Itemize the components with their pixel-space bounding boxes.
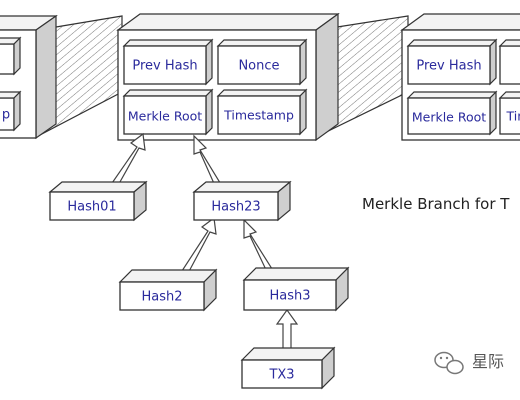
block-left-field-4: p [2,108,10,123]
node-tx3: TX3 [240,346,336,390]
arrow-hash01-to-merkle-root [109,132,146,190]
block-header-middle: Prev Hash Nonce Merkle Root Timestamp [116,12,340,142]
watermark: 星际 [434,351,504,375]
right-prev-hash-label: Prev Hash [416,59,481,74]
arrow-hash23-to-merkle-root [193,134,223,189]
hash2-label: Hash2 [141,290,182,305]
block-right-merkle-root: Merkle Root [406,90,498,136]
block-right-timestamp: Tim [498,91,520,135]
block-middle-prev-hash: Prev Hash [122,38,214,86]
block-header-left: p [0,14,58,140]
block-header-right: Prev Hash Merkle Root Tim [400,13,520,141]
tx3-label: TX3 [268,368,294,383]
right-timestamp-label: Tim [506,109,520,124]
node-hash23: Hash23 [192,180,292,222]
node-hash3: Hash3 [242,266,350,312]
timestamp-label: Timestamp [223,108,294,123]
node-hash2: Hash2 [118,268,218,312]
block-middle-merkle-root: Merkle Root [122,88,214,136]
arrow-tx3-to-hash3 [275,308,299,353]
hash23-label: Hash23 [211,200,260,215]
block-left-field-top [0,36,22,76]
block-left-field-bottom: p [0,90,22,132]
arrow-hash3-to-hash23 [243,218,275,275]
hash01-label: Hash01 [67,200,116,215]
block-right-field-top-2 [498,39,520,85]
prev-hash-label: Prev Hash [132,59,197,74]
right-merkle-root-label: Merkle Root [412,110,486,125]
merkle-root-label: Merkle Root [128,109,202,124]
block-middle-nonce: Nonce [216,38,308,86]
watermark-text: 星际 [472,352,504,371]
node-hash01: Hash01 [48,180,148,222]
diagram-caption: Merkle Branch for T [362,195,510,213]
block-middle-timestamp: Timestamp [216,88,308,136]
arrow-hash2-to-hash23 [179,216,217,278]
nonce-label: Nonce [238,59,279,74]
block-right-prev-hash: Prev Hash [406,38,498,86]
wechat-icon [434,351,464,375]
hash3-label: Hash3 [269,289,310,304]
